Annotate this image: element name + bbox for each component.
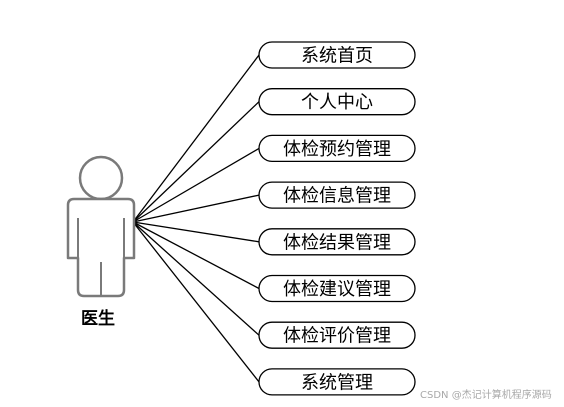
actor-label: 医生 [81, 308, 115, 329]
use-case-box [258, 41, 416, 69]
use-case-box [258, 134, 416, 163]
use-case-label: 体检评价管理 [283, 326, 391, 347]
connector-lines [132, 54, 260, 383]
connector-line [132, 54, 260, 223]
use-case-box [258, 88, 416, 116]
use-case-box [258, 368, 416, 396]
use-case-item: 系统首页 [258, 41, 416, 69]
connector-line [132, 147, 260, 223]
use-case-list: 系统首页个人中心体检预约管理体检信息管理体检结果管理体检建议管理体检评价管理系统… [258, 41, 416, 396]
use-case-item: 体检建议管理 [258, 274, 416, 303]
connector-line [132, 221, 260, 336]
use-case-item: 系统管理 [258, 368, 416, 396]
connector-line [132, 221, 260, 290]
use-case-item: 体检信息管理 [258, 181, 416, 209]
use-case-item: 体检评价管理 [258, 321, 416, 349]
use-case-box [258, 228, 416, 256]
use-case-label: 体检结果管理 [283, 232, 391, 253]
connector-line [132, 221, 260, 243]
use-case-label: 个人中心 [301, 92, 373, 113]
use-case-box [258, 274, 416, 303]
connector-line [132, 194, 260, 223]
actor: 医生 [66, 155, 136, 329]
watermark-text: CSDN @杰记计算机程序源码 [420, 388, 552, 401]
use-case-box [258, 181, 416, 209]
use-case-label: 系统管理 [301, 372, 373, 393]
use-case-item: 体检预约管理 [258, 134, 416, 163]
use-case-label: 系统首页 [301, 46, 373, 67]
connector-line [132, 101, 260, 223]
use-case-item: 个人中心 [258, 88, 416, 116]
connector-line [132, 221, 260, 383]
use-case-label: 体检信息管理 [283, 186, 391, 207]
person-icon [66, 155, 136, 298]
use-case-box [258, 321, 416, 349]
use-case-label: 体检预约管理 [283, 139, 391, 160]
use-case-label: 体检建议管理 [283, 279, 391, 300]
use-case-item: 体检结果管理 [258, 228, 416, 256]
